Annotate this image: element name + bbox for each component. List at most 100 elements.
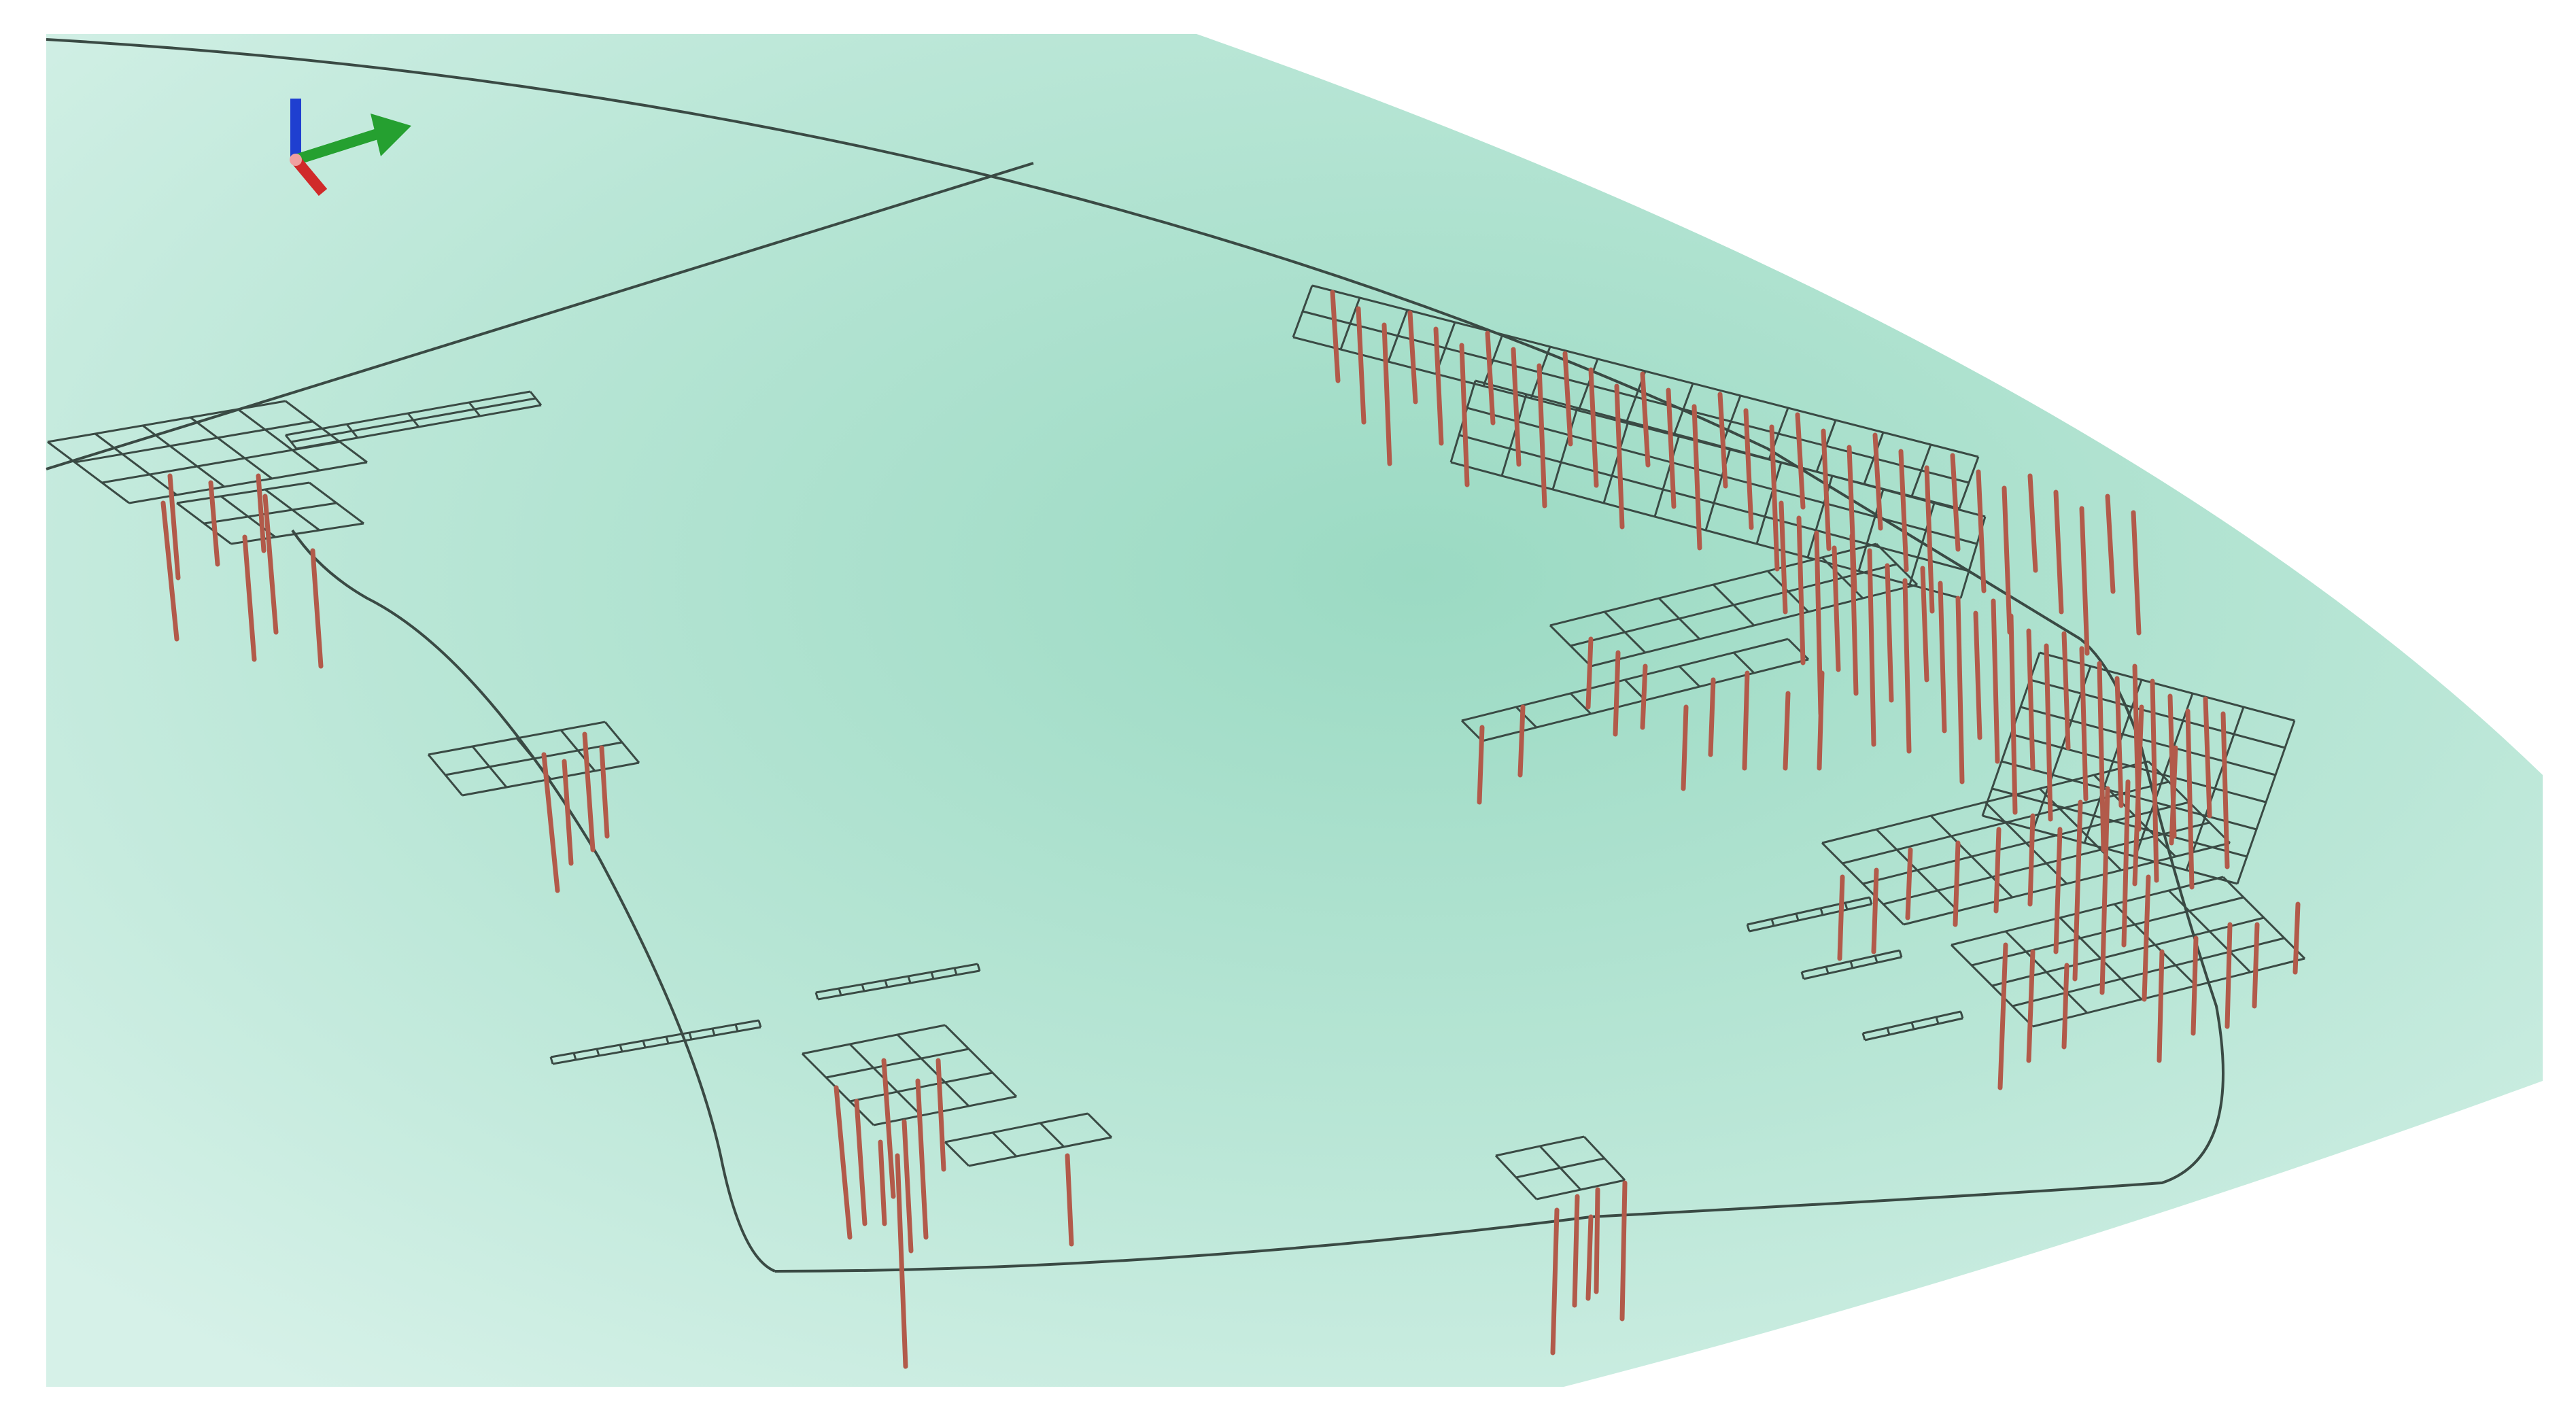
borehole bbox=[1955, 596, 1965, 784]
borehole bbox=[2079, 506, 2090, 656]
borehole bbox=[1902, 578, 1912, 754]
borehole bbox=[2002, 485, 2012, 635]
borehole bbox=[1867, 548, 1876, 747]
borehole bbox=[1588, 367, 1599, 488]
borehole bbox=[2061, 631, 2071, 751]
borehole bbox=[2027, 813, 2036, 907]
grid-ne-mid bbox=[1449, 379, 1987, 600]
borehole bbox=[2105, 494, 2116, 594]
borehole bbox=[2027, 473, 2038, 573]
borehole bbox=[1997, 942, 2008, 1090]
axis-y-arrowhead-icon bbox=[371, 114, 411, 156]
borehole bbox=[2185, 708, 2195, 890]
borehole bbox=[2225, 922, 2233, 1029]
strip-1 bbox=[549, 1019, 762, 1065]
borehole bbox=[1924, 465, 1935, 614]
borehole bbox=[2132, 704, 2144, 886]
borehole bbox=[310, 548, 324, 669]
borehole bbox=[2169, 745, 2178, 846]
borehole bbox=[242, 534, 257, 662]
borehole bbox=[1585, 1214, 1594, 1301]
grid-south-east bbox=[1494, 1135, 1626, 1201]
borehole bbox=[1614, 383, 1625, 530]
boreholes-se bbox=[1550, 1180, 1628, 1356]
borehole bbox=[1769, 424, 1780, 572]
borehole bbox=[1407, 310, 1418, 404]
borehole bbox=[915, 1078, 929, 1240]
borehole bbox=[1708, 677, 1716, 757]
borehole bbox=[208, 480, 220, 567]
borehole bbox=[2131, 510, 2142, 636]
borehole bbox=[262, 494, 279, 635]
borehole bbox=[1849, 533, 1859, 696]
borehole bbox=[2203, 696, 2212, 818]
boreholes-nw bbox=[160, 473, 324, 669]
borehole bbox=[1485, 330, 1496, 426]
borehole bbox=[1381, 322, 1392, 466]
borehole bbox=[160, 500, 179, 642]
boundary-west-curve bbox=[291, 529, 776, 1273]
borehole bbox=[1433, 326, 1444, 446]
borehole bbox=[1795, 412, 1806, 510]
borehole bbox=[2008, 613, 2018, 815]
strip-4 bbox=[1800, 949, 1903, 980]
borehole bbox=[1666, 387, 1677, 509]
borehole bbox=[1905, 847, 1913, 920]
borehole bbox=[2044, 643, 2053, 822]
boreholes-south bbox=[834, 1058, 1074, 1369]
borehole bbox=[1640, 663, 1648, 730]
borehole bbox=[1783, 691, 1791, 771]
borehole bbox=[2142, 874, 2151, 1002]
boreholes-west bbox=[541, 731, 610, 893]
boreholes-ne bbox=[1330, 290, 2230, 890]
borehole bbox=[1585, 636, 1594, 710]
borehole bbox=[541, 752, 560, 893]
borehole bbox=[881, 1058, 896, 1199]
borehole bbox=[1779, 500, 1788, 615]
borehole bbox=[1821, 428, 1832, 551]
boreholes-east-mid bbox=[1477, 636, 1825, 805]
borehole bbox=[1953, 840, 1961, 927]
borehole bbox=[901, 1119, 914, 1254]
borehole bbox=[935, 1058, 946, 1172]
grid-east-d bbox=[1950, 876, 2306, 1028]
borehole bbox=[1459, 343, 1470, 487]
borehole bbox=[2220, 711, 2230, 869]
borehole bbox=[256, 473, 267, 553]
axis-x-icon bbox=[291, 156, 328, 196]
borehole bbox=[582, 731, 596, 852]
borehole bbox=[834, 1085, 853, 1240]
borehole bbox=[2252, 922, 2260, 1009]
borehole bbox=[1691, 404, 1702, 551]
borehole bbox=[1742, 670, 1750, 771]
borehole bbox=[2026, 628, 2036, 771]
borehole bbox=[1613, 650, 1621, 737]
grid-nw-strip bbox=[284, 390, 543, 450]
borehole bbox=[167, 473, 181, 581]
borehole bbox=[2097, 661, 2106, 852]
borehole bbox=[2053, 489, 2064, 615]
borehole bbox=[1717, 392, 1728, 489]
boreholes-east bbox=[1837, 704, 2301, 1090]
borehole bbox=[1536, 363, 1547, 508]
grid-south-a bbox=[801, 1024, 1018, 1126]
borehole bbox=[1330, 290, 1341, 383]
borehole bbox=[2150, 678, 2159, 883]
borehole bbox=[1065, 1153, 1074, 1247]
borehole bbox=[1796, 515, 1806, 666]
borehole bbox=[1550, 1207, 1560, 1356]
grid-south-b bbox=[944, 1112, 1113, 1167]
borehole bbox=[1871, 867, 1879, 954]
borehole bbox=[1898, 449, 1909, 572]
borehole bbox=[1743, 408, 1754, 530]
borehole bbox=[1991, 598, 2000, 764]
axis-triad-icon[interactable] bbox=[290, 99, 411, 196]
borehole bbox=[1562, 351, 1573, 447]
borehole bbox=[1950, 453, 1961, 552]
borehole bbox=[1517, 704, 1526, 778]
borehole bbox=[2121, 779, 2131, 948]
borehole bbox=[1837, 874, 1845, 961]
strip-5 bbox=[1861, 1010, 1964, 1041]
borehole bbox=[1885, 563, 1894, 703]
